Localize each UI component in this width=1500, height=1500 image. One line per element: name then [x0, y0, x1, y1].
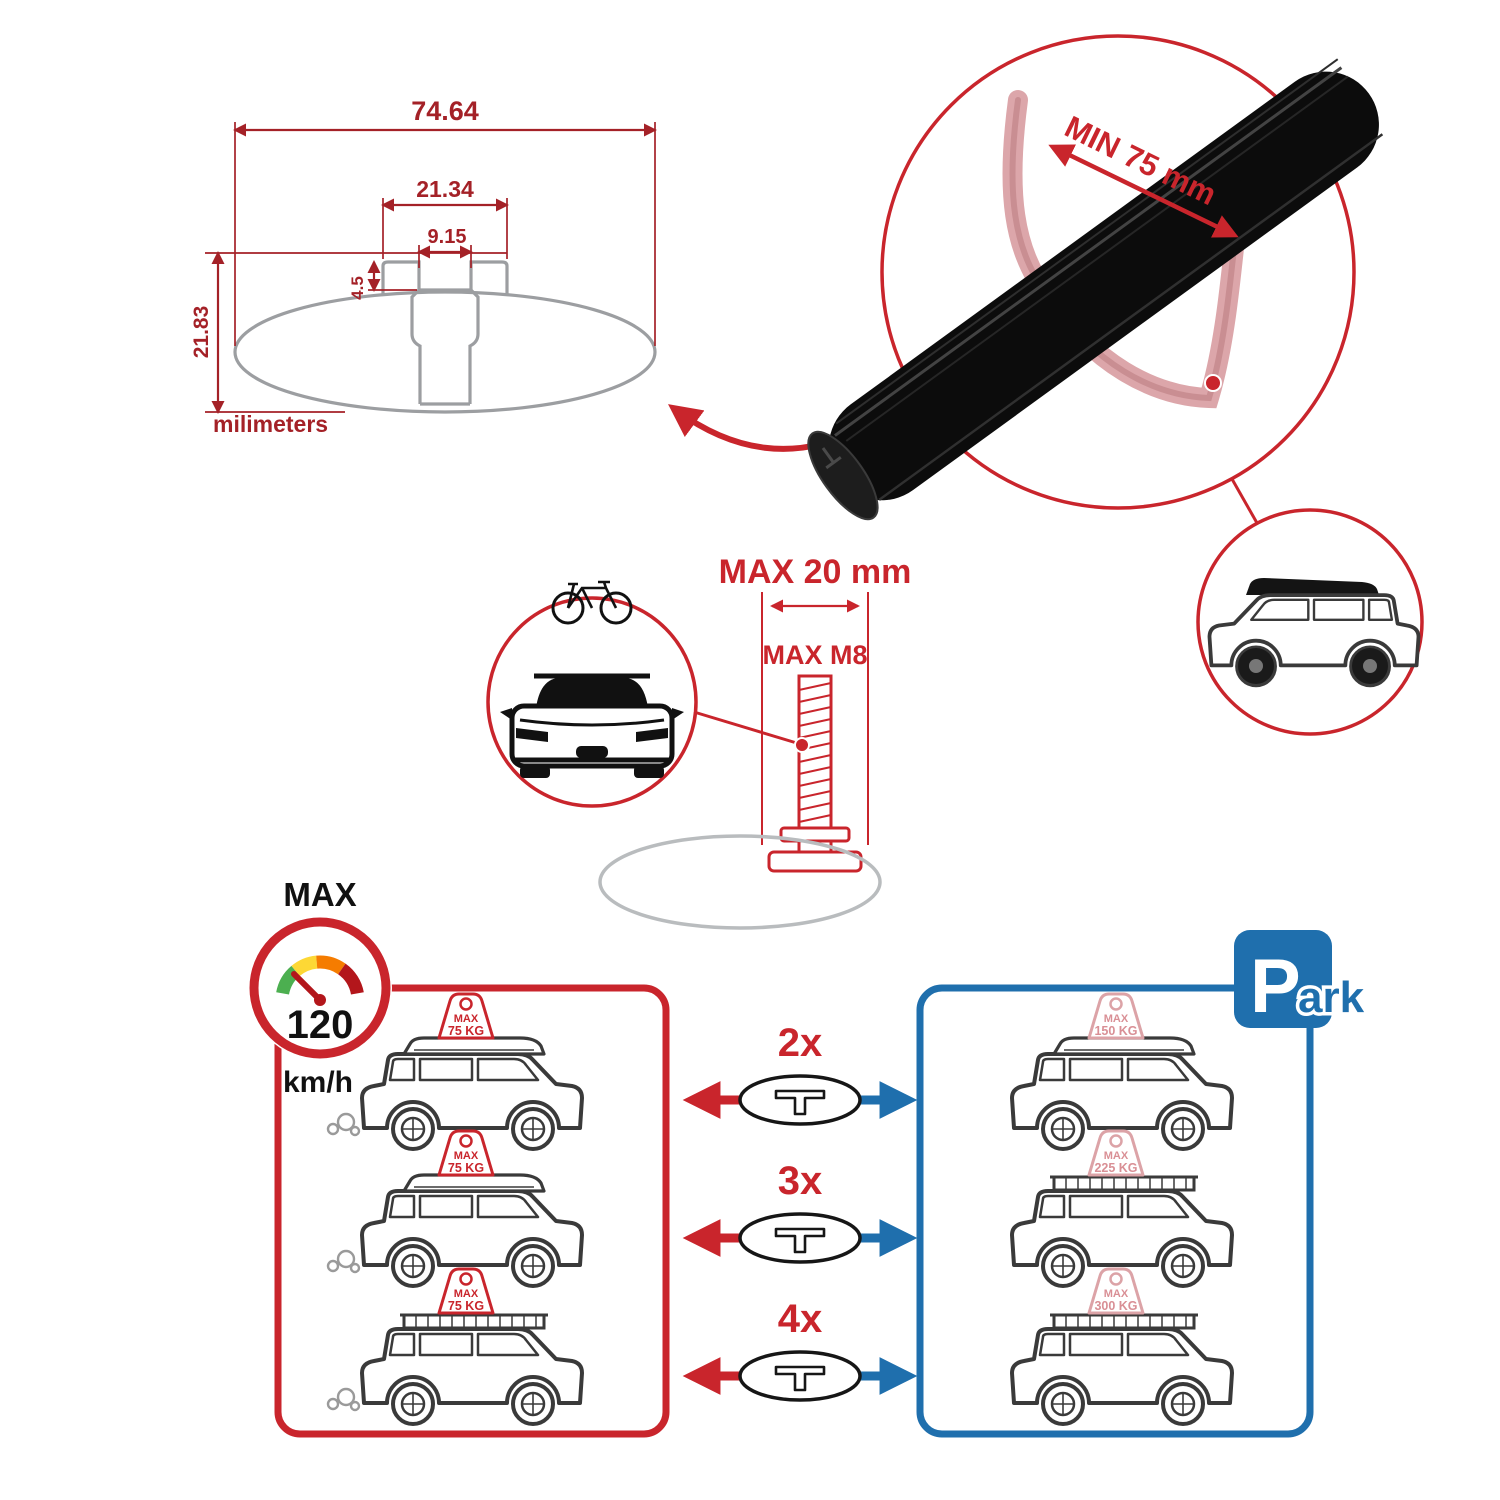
driving-capacity-box	[274, 984, 670, 1438]
bolt-leader-line	[693, 710, 801, 746]
load-tag: MAX 150 KG	[1087, 992, 1145, 1040]
suv-wheel-hub	[1363, 659, 1377, 673]
load-tag-weight: 75 KG	[448, 1161, 484, 1175]
park-sign: P ark	[1234, 930, 1368, 1029]
dim-lip-depth: 4.5	[348, 276, 367, 300]
bolt-thread-label: MAX M8	[762, 640, 867, 670]
bolt-max-width-label: MAX 20 mm	[719, 553, 912, 591]
cross-section-drawing: 74.64 21.34 9.15 4.5 21.83 milimeters	[190, 96, 657, 437]
bike-icon	[551, 580, 633, 625]
bolt-diagram: MAX 20 mm MAX M8	[486, 553, 912, 930]
crossbar-count-oval	[738, 1212, 862, 1264]
capacity-row-3: MAX 75 KG 4x MAX 300 KG	[326, 1267, 1234, 1426]
exhaust-smoke-icon	[326, 1249, 361, 1274]
load-tag-max: MAX	[1104, 1288, 1129, 1300]
units-label: milimeters	[213, 411, 328, 437]
driving-car-basket: MAX 75 KG	[326, 1267, 584, 1426]
parking-capacity-box	[916, 984, 1314, 1438]
speedometer: MAX 120 km/h	[248, 876, 392, 1099]
speed-units: km/h	[283, 1066, 353, 1099]
parked-car-basket: MAX 300 KG	[1010, 1267, 1234, 1426]
exhaust-smoke-icon	[326, 1112, 361, 1137]
capacity-row-2: MAX 75 KG 3x MAX 225 KG	[326, 1129, 1234, 1288]
load-tag: MAX 75 KG	[437, 1267, 495, 1315]
clamp-u-bolt	[1002, 90, 1248, 409]
clamp-marker-dot	[1204, 374, 1222, 392]
circle-connector-line	[1230, 478, 1259, 524]
bar-profile-ellipse	[233, 290, 657, 414]
bolt-leader-dot	[794, 737, 810, 753]
load-tag-weight: 75 KG	[448, 1024, 484, 1038]
speedometer-ring	[249, 917, 391, 1059]
load-tag: MAX 225 KG	[1087, 1129, 1145, 1177]
suv-wheel-hub	[1249, 659, 1263, 673]
bars-count-label: 4x	[778, 1297, 823, 1341]
load-tag-max: MAX	[1104, 1013, 1129, 1025]
t-slot-stem	[410, 288, 480, 406]
capacity-row-1: MAX 75 KG 2x MAX 150 KG	[326, 992, 1234, 1151]
speed-value: 120	[287, 1003, 354, 1047]
driving-car-roofbox: MAX 75 KG	[326, 992, 584, 1151]
load-tag-max: MAX	[1104, 1150, 1129, 1162]
bar-cross-section-oval	[598, 834, 882, 930]
driving-car-roofbox: MAX 75 KG	[326, 1129, 584, 1288]
park-sign-suffix: ark	[1298, 973, 1365, 1022]
t-slot-channel	[381, 260, 509, 296]
t-bolt-drawing	[767, 674, 863, 873]
crossbar-3d	[807, 58, 1384, 521]
load-tag-weight: 75 KG	[448, 1299, 484, 1313]
crossbar-count-oval	[738, 1074, 862, 1126]
speedometer-pivot	[314, 994, 326, 1006]
crossbar-count-oval	[738, 1350, 862, 1402]
detail-circle	[880, 34, 1356, 510]
load-tag-max: MAX	[454, 1150, 479, 1162]
dim-total-width: 74.64	[411, 96, 479, 126]
exhaust-smoke-icon	[326, 1387, 361, 1412]
dim-slot-width: 9.15	[428, 226, 467, 248]
load-tag-max: MAX	[454, 1288, 479, 1300]
dim-total-height: 21.83	[190, 306, 213, 359]
park-sign-square	[1234, 930, 1332, 1028]
speedometer-needle	[291, 971, 323, 1003]
load-tag-weight: 150 KG	[1094, 1024, 1137, 1038]
load-tag: MAX 75 KG	[437, 1129, 495, 1177]
roofbox-black	[1246, 578, 1379, 595]
load-tag: MAX 75 KG	[437, 992, 495, 1040]
park-sign-letter: P	[1250, 944, 1301, 1029]
crossbar-detail: MIN 75 mm	[807, 34, 1384, 521]
bars-count-label: 2x	[778, 1021, 823, 1065]
car-front-with-bike	[500, 673, 684, 778]
load-tag: MAX 300 KG	[1087, 1267, 1145, 1315]
clamp-width-arrow	[1048, 144, 1239, 238]
bars-count-label: 3x	[778, 1159, 823, 1203]
load-tag-weight: 225 KG	[1094, 1161, 1137, 1175]
load-tag-max: MAX	[454, 1013, 479, 1025]
speed-max-label: MAX	[283, 876, 356, 913]
dim-channel-width: 21.34	[416, 176, 474, 202]
parked-car-roofbox: MAX 150 KG	[1010, 992, 1234, 1151]
load-tag-weight: 300 KG	[1094, 1299, 1137, 1313]
roofbox-suv-circle	[1196, 508, 1424, 736]
parked-car-basket: MAX 225 KG	[1010, 1129, 1234, 1288]
bike-car-circle	[486, 580, 698, 808]
suv-with-roofbox	[1207, 578, 1421, 688]
